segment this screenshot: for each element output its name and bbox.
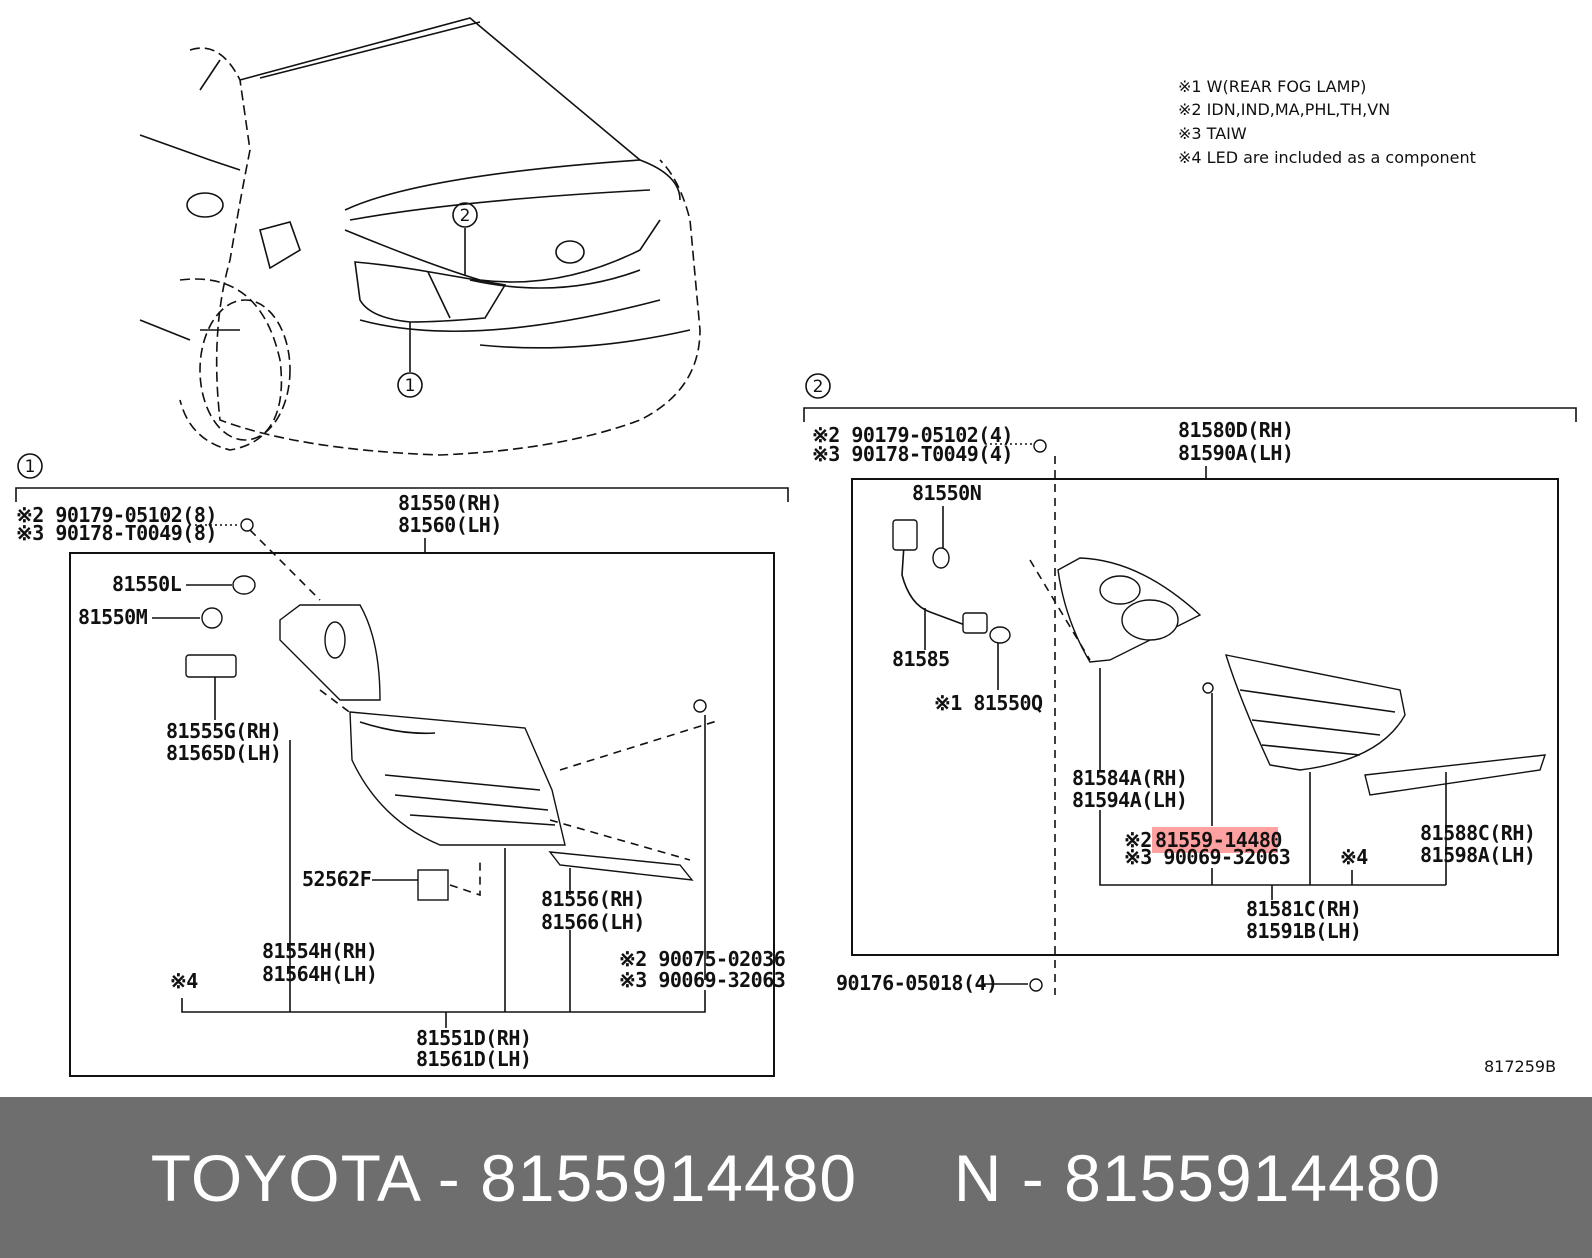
s1-gasket-lh: 81564H(LH)	[262, 962, 377, 986]
s2-note4: ※4	[1340, 845, 1368, 869]
s2-screw-icon	[1202, 682, 1214, 694]
note-3: ※3 TAIW	[1178, 124, 1247, 143]
s1-bulb-l: 81550L	[112, 572, 182, 596]
s1-lamp-housing	[349, 711, 566, 846]
section-2: 2 ※2 90179-05102(4) ※3 90178-T0049(4) 81…	[803, 373, 1577, 995]
note-2: ※2 IDN,IND,MA,PHL,TH,VN	[1178, 100, 1390, 119]
s2-bulb-q: ※1 81550Q	[934, 691, 1043, 715]
footer-bar: TOYOTA - 8155914480 N - 8155914480	[0, 1097, 1592, 1258]
s2-screw-highlight	[1152, 827, 1278, 853]
car-rear-illustration: 2 1	[139, 17, 701, 456]
section-1: 1 ※2 90179-05102(8) ※3 90178-T0049(8) 81…	[15, 453, 789, 1077]
callout-1: 1	[405, 376, 416, 396]
footer-part-text: TOYOTA - 8155914480 N - 8155914480	[150, 1140, 1442, 1215]
s1-clip-icon	[417, 869, 449, 901]
s2-gasket-lh: 81594A(LH)	[1072, 788, 1187, 812]
s1-sub-lh: 81561D(LH)	[416, 1047, 531, 1071]
s1-lens-rh: 81556(RH)	[541, 887, 645, 911]
parts-diagram: 2 1 ※1 W(REAR FOG LAMP) ※2 IDN,IND,MA,PH…	[15, 17, 1577, 1077]
note-1: ※1 W(REAR FOG LAMP)	[1178, 77, 1366, 96]
s1-note4: ※4	[170, 969, 198, 993]
s1-socket-lh: 81565D(LH)	[166, 741, 281, 765]
diagram-code: 817259B	[1484, 1057, 1556, 1076]
s2-bulb-q-icon	[989, 626, 1011, 644]
s1-screw-icon	[693, 699, 707, 713]
s2-sub-rh: 81581C(RH)	[1246, 897, 1361, 921]
s2-lens-lh: 81598A(LH)	[1420, 843, 1535, 867]
s1-lens-lh: 81566(LH)	[541, 910, 645, 934]
s2-bolt-b: ※3 90178-T0049(4)	[812, 442, 1013, 466]
s1-assy-lh: 81560(LH)	[398, 513, 502, 537]
s1-screw-a: ※2 90075-02036	[619, 947, 785, 971]
s2-assy-rh: 81580D(RH)	[1178, 418, 1293, 442]
s1-bolt-a: ※2 90179-05102(8)	[16, 503, 217, 527]
section-1-marker: 1	[25, 457, 36, 477]
callout-2: 2	[460, 206, 471, 226]
s2-lens-strip	[1364, 754, 1547, 796]
s1-screw-b: ※3 90069-32063	[619, 968, 785, 992]
s2-wire-connector	[892, 519, 918, 551]
s2-gasket-rh: 81584A(RH)	[1072, 766, 1187, 790]
diagram-canvas: 2 1 ※1 W(REAR FOG LAMP) ※2 IDN,IND,MA,PH…	[15, 17, 1577, 1077]
section-2-marker: 2	[813, 377, 824, 397]
s2-nut-icon	[1029, 978, 1043, 992]
s2-sub-lh: 81591B(LH)	[1246, 919, 1361, 943]
s1-gasket-rh: 81554H(RH)	[262, 939, 377, 963]
s2-screw-b: ※3 90069-32063	[1124, 845, 1290, 869]
s1-bulb-l-icon	[232, 575, 256, 595]
s1-bulb-m-icon	[201, 607, 223, 629]
s2-lens-rh: 81588C(RH)	[1420, 821, 1535, 845]
s1-lens-strip	[548, 851, 694, 881]
s2-nut: 90176-05018(4)	[836, 971, 998, 995]
s2-bulb-n: 81550N	[912, 481, 981, 505]
s1-socket-rh: 81555G(RH)	[166, 719, 281, 743]
section-2-box	[851, 478, 1559, 956]
s1-socket-icon	[185, 654, 237, 678]
s1-clip: 52562F	[302, 867, 371, 891]
s2-wire: 81585	[892, 647, 950, 671]
s2-assy-lh: 81590A(LH)	[1178, 441, 1293, 465]
note-4: ※4 LED are included as a component	[1178, 148, 1476, 167]
s1-sub-rh: 81551D(RH)	[416, 1026, 531, 1050]
notes-legend: ※1 W(REAR FOG LAMP) ※2 IDN,IND,MA,PHL,TH…	[1178, 77, 1476, 167]
s2-screw-a-part[interactable]: 81559-14480	[1155, 828, 1282, 852]
s2-bulb-n-icon	[932, 547, 950, 569]
section-1-box	[69, 552, 775, 1077]
s1-bolt-b: ※3 90178-T0049(8)	[16, 521, 217, 545]
s2-bolt-a: ※2 90179-05102(4)	[812, 423, 1013, 447]
s2-bolt-icon	[1033, 439, 1047, 453]
s2-screw-a-prefix: ※2	[1124, 828, 1152, 852]
s1-bulb-m: 81550M	[78, 605, 148, 629]
s2-lamp-housing	[1224, 654, 1406, 771]
s1-bolt-icon	[240, 518, 254, 532]
s1-assy-rh: 81550(RH)	[398, 491, 502, 515]
